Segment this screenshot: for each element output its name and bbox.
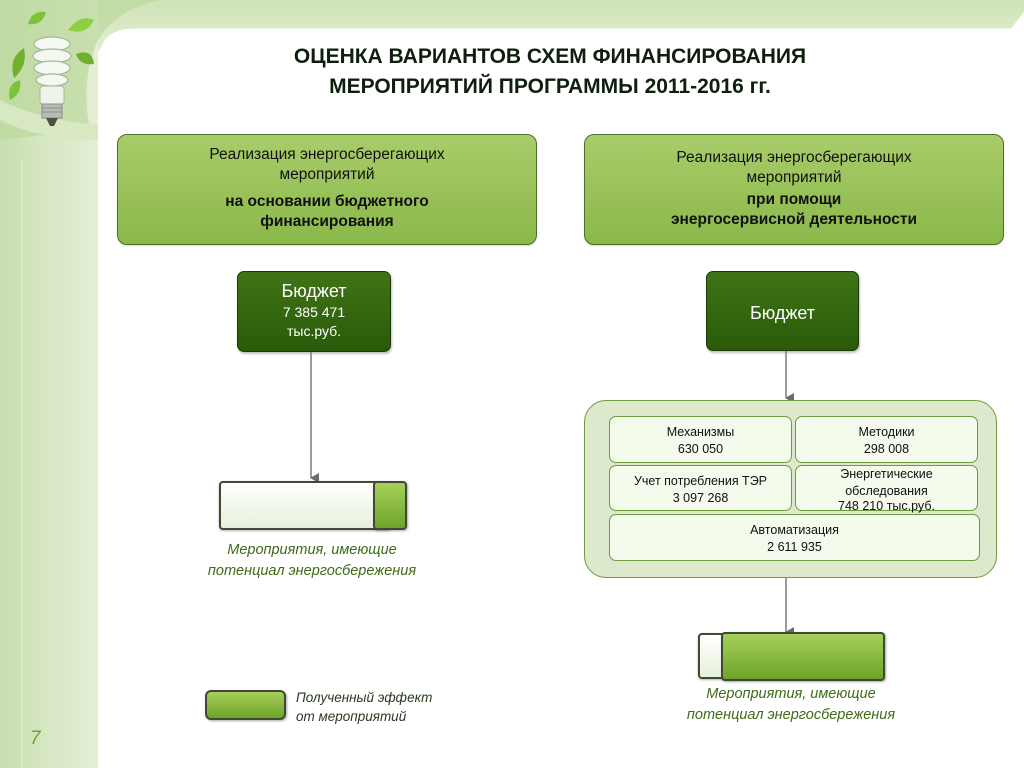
automation-cell: Автоматизация 2 611 935 — [609, 514, 980, 561]
left-effect-bar — [373, 481, 407, 530]
methods-name: Методики — [858, 425, 915, 439]
legend-line-2: от мероприятий — [296, 709, 407, 724]
legend-text: Полученный эффект от мероприятий — [296, 688, 496, 726]
left-header-bold-2: финансирования — [260, 213, 394, 230]
automation-value: 2 611 935 — [767, 540, 822, 554]
right-budget-label: Бюджет — [749, 303, 816, 323]
right-header-line-1: Реализация энергосберегающих — [676, 149, 912, 166]
legend-effect-swatch — [205, 690, 286, 720]
right-caption-line-1: Мероприятия, имеющие — [706, 686, 876, 702]
right-caption-line-2: потенциал энергосбережения — [686, 707, 896, 723]
right-header-bold-2: энергосервисной деятельности — [670, 211, 918, 228]
methods-cell: Методики 298 008 — [795, 416, 978, 463]
left-budget-box: Бюджет 7 385 471 тыс.руб. — [237, 271, 391, 352]
methods-value: 298 008 — [863, 442, 910, 456]
automation-name: Автоматизация — [750, 523, 839, 537]
page-title: ОЦЕНКА ВАРИАНТОВ СХЕМ ФИНАНСИРОВАНИЯ МЕР… — [150, 42, 950, 102]
title-line-2: МЕРОПРИЯТИЙ ПРОГРАММЫ 2011-2016 гг. — [329, 75, 771, 98]
right-header-bold-1: при помощи — [746, 191, 842, 208]
legend-line-1: Полученный эффект — [296, 690, 433, 705]
accounting-name: Учет потребления ТЭР — [633, 474, 768, 488]
left-budget-value: 7 385 471 — [282, 304, 346, 320]
energy-audit-cell: Энергетические обследования 748 210 тыс.… — [795, 465, 978, 513]
mechanisms-cell: Механизмы 630 050 — [609, 416, 792, 463]
energy-audit-value: 748 210 тыс.руб. — [838, 499, 935, 513]
page-number: 7 — [30, 728, 41, 749]
left-potential-bar — [219, 481, 391, 530]
budget-financing-header-box: Реализация энергосберегающих мероприятий… — [117, 134, 537, 245]
left-budget-unit: тыс.руб. — [286, 323, 342, 339]
accounting-value: 3 097 268 — [672, 491, 729, 505]
eco-lamp-logo-icon — [9, 11, 94, 126]
mechanisms-name: Механизмы — [666, 425, 735, 439]
left-header-bold-1: на основании бюджетного — [225, 193, 429, 210]
left-caption: Мероприятия, имеющие потенциал энергосбе… — [170, 540, 454, 582]
right-effect-bar — [721, 632, 885, 681]
energy-audit-name-2: обследования — [845, 484, 928, 498]
title-line-1: ОЦЕНКА ВАРИАНТОВ СХЕМ ФИНАНСИРОВАНИЯ — [293, 45, 807, 68]
right-header-line-2: мероприятий — [746, 169, 842, 186]
left-header-line-1: Реализация энергосберегающих — [209, 146, 445, 163]
left-budget-label: Бюджет — [281, 281, 347, 301]
left-caption-line-1: Мероприятия, имеющие — [227, 542, 397, 558]
left-caption-line-2: потенциал энергосбережения — [207, 563, 417, 579]
left-header-line-2: мероприятий — [279, 166, 375, 183]
energy-audit-name-1: Энергетические — [840, 467, 933, 481]
mechanisms-value: 630 050 — [677, 442, 724, 456]
accounting-cell: Учет потребления ТЭР 3 097 268 — [609, 465, 792, 511]
right-budget-box: Бюджет — [706, 271, 859, 351]
energy-service-header-box: Реализация энергосберегающих мероприятий… — [584, 134, 1004, 245]
right-caption: Мероприятия, имеющие потенциал энергосбе… — [650, 684, 932, 726]
